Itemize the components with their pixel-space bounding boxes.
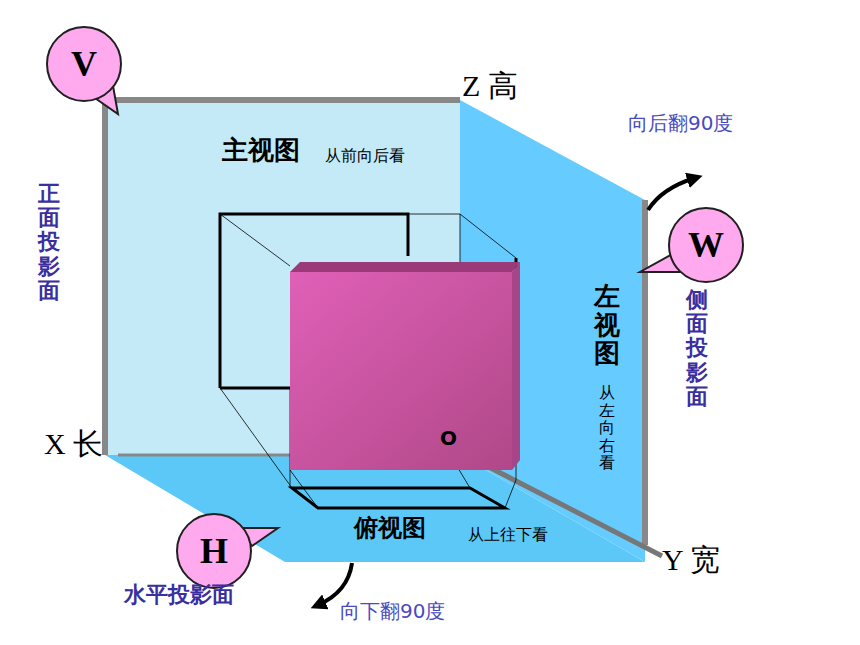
plane-name: 侧面投影面 <box>686 288 708 409</box>
axis-label: X 长 <box>44 424 103 465</box>
front-projection <box>220 387 290 390</box>
flip-arrow <box>318 563 352 605</box>
view-note: 从前向后看 <box>325 146 405 167</box>
drawing-stroke <box>220 388 292 488</box>
drawing-stroke <box>290 470 318 508</box>
axis-label: Y 宽 <box>662 540 720 581</box>
cube-side <box>512 262 520 470</box>
plane-border <box>642 200 648 545</box>
letter-bubble: W <box>668 207 744 283</box>
flip-note: 向下翻90度 <box>340 598 445 625</box>
flip-arrow <box>648 178 695 210</box>
plane-letter: V <box>71 43 97 85</box>
letter-bubble: H <box>176 513 252 589</box>
drawing-stroke <box>408 214 460 215</box>
view-note: 从左向右看 <box>599 384 615 472</box>
drawing-stroke <box>220 214 290 266</box>
axis-label: Z 高 <box>462 66 518 107</box>
drawing-stroke <box>505 480 516 508</box>
view-title: 俯视图 <box>354 512 426 544</box>
view-title: 左视图 <box>594 282 620 368</box>
cube-top <box>290 262 520 272</box>
top-projection <box>292 488 505 508</box>
drawing-stroke <box>460 214 516 258</box>
cube-front <box>290 272 512 470</box>
view-note: 从上往下看 <box>468 525 548 546</box>
flip-note: 向后翻90度 <box>628 110 733 137</box>
projector-lines <box>220 214 516 508</box>
plane-name: 水平投影面 <box>124 580 234 610</box>
origin-label: O <box>440 426 457 450</box>
plane-name: 正面投影面 <box>38 182 60 303</box>
view-title: 主视图 <box>222 133 300 168</box>
letter-bubble: V <box>46 26 122 102</box>
plane-letter: W <box>688 224 724 266</box>
x-axis <box>118 454 290 457</box>
plane-letter: H <box>200 530 228 572</box>
